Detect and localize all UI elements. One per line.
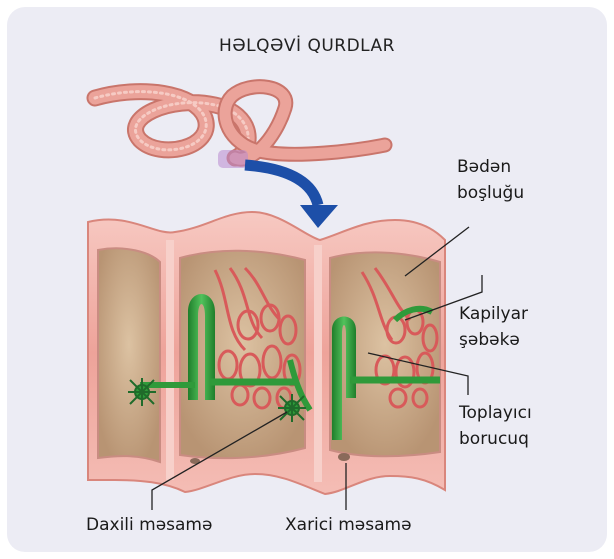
cross-section [88, 212, 445, 494]
label-inner-pore: Daxili məsamə [86, 512, 212, 538]
label-outer-pore: Xarici məsamə [285, 512, 412, 538]
label-collecting-tubule: Toplayıcı borucuq [459, 400, 532, 452]
label-capillary-network: Kapilyar şəbəkə [459, 301, 528, 353]
label-body-cavity: Bədən boşluğu [457, 154, 524, 206]
whole-worm-drawing [95, 87, 385, 168]
highlighted-segment [218, 150, 248, 168]
